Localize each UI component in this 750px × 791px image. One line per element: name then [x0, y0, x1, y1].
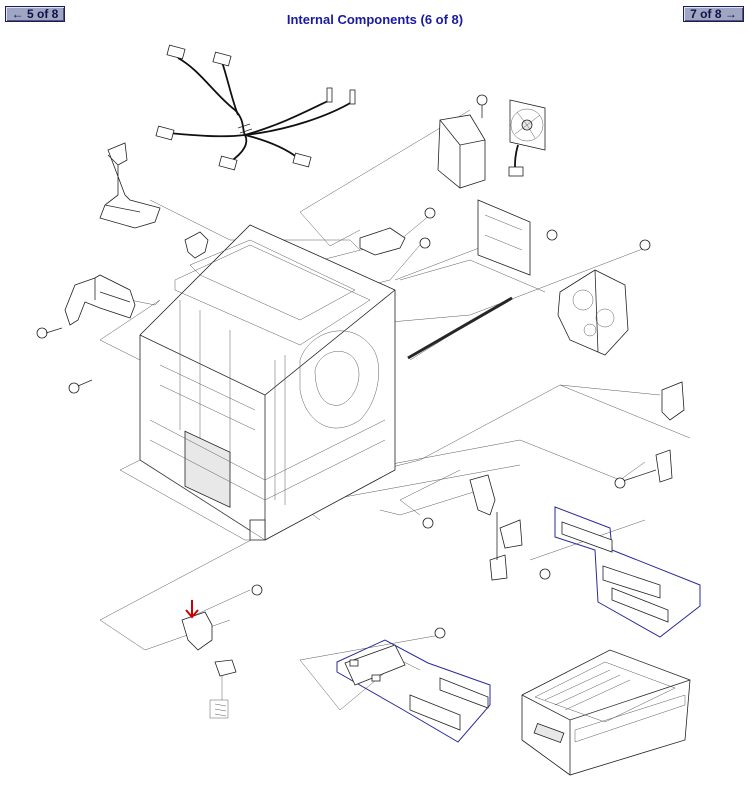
wire-harness — [155, 44, 356, 171]
arrow-right-icon: → — [724, 7, 737, 21]
clip-part — [184, 231, 209, 259]
shaft-rod — [407, 296, 513, 360]
main-chassis — [119, 224, 396, 541]
red-marker-arrow-icon — [185, 600, 199, 619]
hinge-assembly — [422, 474, 523, 581]
paper-tray — [521, 649, 691, 776]
next-page-button[interactable]: 7 of 8 → — [683, 6, 744, 22]
rail-callout-right — [539, 506, 701, 638]
bracket-left — [36, 274, 136, 394]
fan-assembly — [437, 94, 546, 189]
previous-page-label: 5 of 8 — [27, 7, 59, 21]
small-bracket — [359, 207, 436, 256]
rail-callout-bottom — [336, 627, 491, 743]
previous-page-button[interactable]: ← 5 of 8 — [5, 6, 65, 22]
next-page-label: 7 of 8 — [690, 7, 722, 21]
bracket-right — [614, 381, 685, 489]
latch-part — [181, 584, 263, 719]
page-title: Internal Components (6 of 8) — [286, 12, 464, 27]
bracket-top-left — [99, 142, 161, 229]
arrow-left-icon: ← — [11, 7, 24, 21]
gear-drive-unit — [557, 239, 651, 356]
circuit-board — [477, 199, 558, 276]
